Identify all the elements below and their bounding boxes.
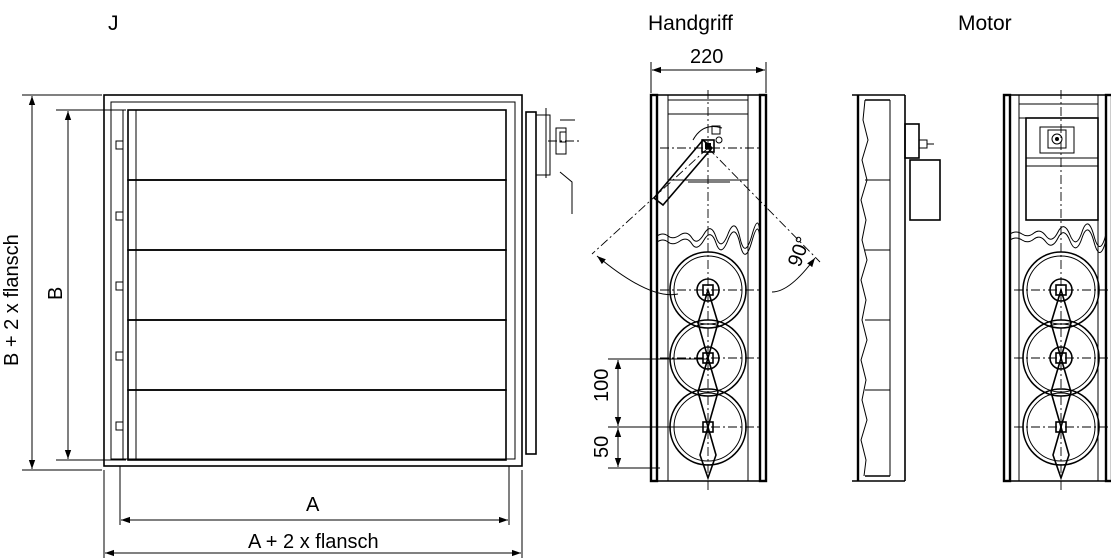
motor-side-view [1002,90,1111,490]
dim-end-offset: 50 [591,436,613,458]
motor-view-title: Motor [958,12,1012,35]
side-actuator [525,108,580,455]
motor-blade-circles [1014,251,1108,481]
blade-pivots [115,140,124,431]
handle-lever [652,125,723,207]
handle-side-view: 90° 220 [591,46,821,490]
dim-height-b: B [45,287,67,300]
dim-depth: 220 [690,46,723,68]
front-view [103,94,580,467]
section-view [852,94,941,482]
blade-circles [660,251,760,481]
motor-housing [1018,103,1099,221]
dim-width-a: A [306,494,320,516]
variant-label: J [108,12,119,35]
dim-blade-pitch: 100 [591,369,613,402]
front-dimensions: A A + 2 x flansch B B + 2 x flansch [1,94,523,558]
dim-height-total: B + 2 x flansch [1,234,23,366]
dim-width-total: A + 2 x flansch [248,531,379,553]
blade-stack [122,109,507,461]
handle-view-title: Handgriff [648,12,733,35]
